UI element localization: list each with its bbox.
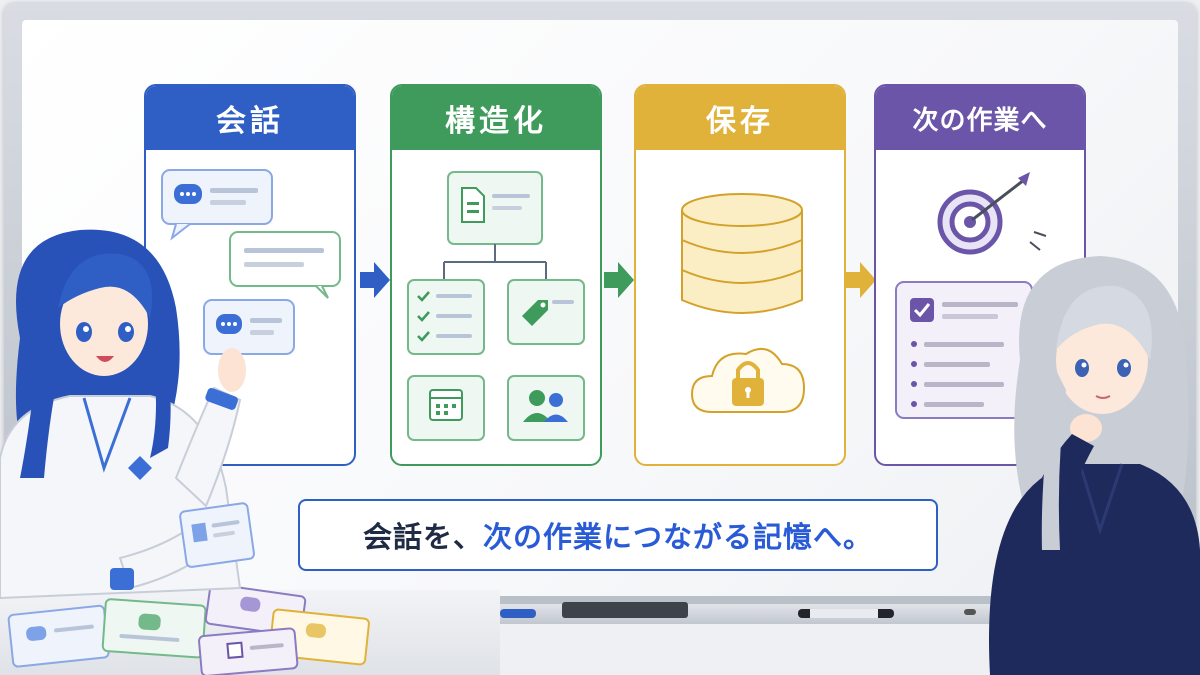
step-card-hozon: 保存 — [634, 84, 846, 466]
step-title-tsugi: 次の作業へ — [876, 86, 1084, 150]
target-checklist-icon — [895, 172, 1047, 419]
blue-marker — [500, 609, 536, 618]
character-left — [0, 229, 255, 600]
eraser — [562, 602, 688, 618]
tree-structure-icon — [407, 171, 585, 441]
arrow-right-icon — [360, 262, 390, 298]
step-title-kaiwa: 会話 — [146, 86, 354, 150]
caption-part1: 会話を、 — [362, 520, 483, 554]
step-title-kozoka: 構造化 — [392, 86, 600, 150]
character-right — [989, 256, 1200, 675]
caption-part2: 次の作業につながる記憶へ。 — [483, 520, 874, 554]
step-card-kaiwa: 会話 — [144, 84, 356, 466]
scattered-cards — [7, 583, 370, 675]
chat-bubbles-icon — [161, 169, 341, 355]
database-lock-icon — [681, 193, 806, 413]
marker-cap — [964, 609, 976, 615]
black-marker — [798, 609, 894, 618]
step-card-kozoka: 構造化 — [390, 84, 602, 466]
arrow-right-icon — [604, 262, 634, 298]
caption-banner: 会話を、次の作業につながる記憶へ。 — [298, 499, 938, 571]
step-title-hozon: 保存 — [636, 86, 844, 150]
arrow-right-icon — [846, 262, 876, 298]
